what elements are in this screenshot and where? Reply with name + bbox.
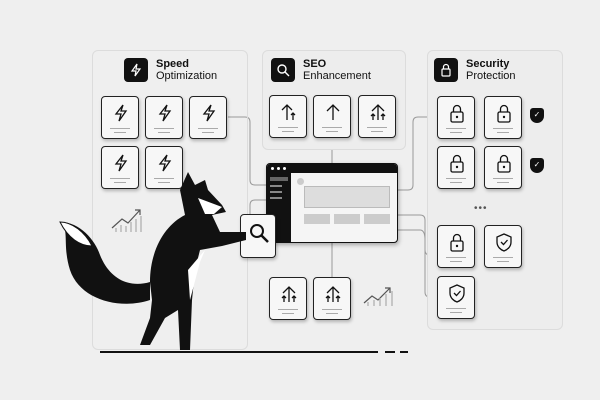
arrows-up-icon (325, 286, 341, 302)
feature-card (437, 96, 475, 139)
arrows-up-icon (281, 286, 297, 302)
feature-card (101, 96, 139, 139)
feature-card (484, 146, 522, 189)
magnifier-card (240, 214, 276, 258)
lightning-icon (124, 58, 148, 82)
search-icon (271, 58, 295, 82)
lightning-icon (158, 154, 172, 172)
arrows-up-icon (370, 104, 386, 120)
panel-subtitle: Optimization (156, 70, 218, 82)
shield-check-icon: ✓ (530, 158, 544, 173)
lightning-icon (158, 104, 172, 122)
lock-icon (450, 104, 464, 123)
feature-card (189, 96, 227, 139)
panel-subtitle: Protection (466, 70, 516, 82)
feature-card (358, 95, 396, 138)
feature-card (484, 225, 522, 268)
arrows-up-icon (281, 104, 296, 120)
speed-panel (92, 50, 248, 350)
trend-chart-icon (363, 287, 393, 306)
feature-card (313, 95, 351, 138)
feature-card (269, 277, 307, 320)
feature-card (145, 96, 183, 139)
lock-icon (450, 154, 464, 173)
panel-subtitle: Enhancement (303, 70, 371, 82)
panel-title: SEO (303, 58, 327, 70)
arrow-up-icon (326, 104, 340, 120)
dots: ••• (474, 203, 488, 214)
shield-check-icon (449, 284, 465, 303)
feature-card (145, 146, 183, 189)
panel-title: Security (466, 58, 510, 70)
panel-title: Speed (156, 58, 190, 70)
browser-window (266, 163, 398, 243)
lightning-icon (114, 154, 128, 172)
feature-card (437, 225, 475, 268)
lightning-icon (114, 104, 128, 122)
lock-icon (497, 104, 511, 123)
feature-card (484, 96, 522, 139)
feature-card (101, 146, 139, 189)
shield-check-icon: ✓ (530, 108, 544, 123)
search-icon (250, 224, 269, 243)
feature-card (437, 276, 475, 319)
lock-icon (450, 233, 464, 252)
feature-card (313, 277, 351, 320)
feature-card (269, 95, 307, 138)
lock-icon (497, 154, 511, 173)
lock-icon (434, 58, 458, 82)
feature-card (437, 146, 475, 189)
lightning-icon (202, 104, 216, 122)
shield-check-icon (496, 233, 512, 252)
